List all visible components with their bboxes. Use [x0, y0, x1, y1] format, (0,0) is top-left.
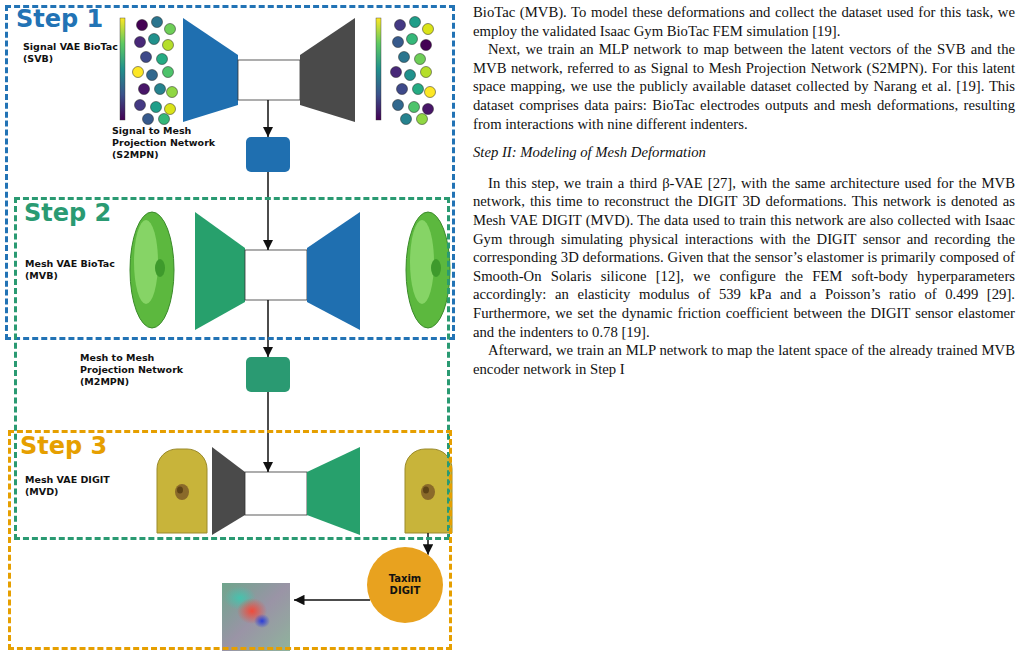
vae-row: Signal VAE BioTac (SVB)	[10, 35, 450, 130]
connector-arrow	[427, 533, 429, 555]
electrode	[421, 67, 432, 78]
electrode	[135, 100, 146, 111]
network-label: Mesh VAE DIGIT (MVD)	[25, 474, 125, 498]
decoder	[307, 212, 360, 330]
biotac-mesh	[130, 212, 174, 328]
step-title: Step 1	[16, 5, 103, 33]
electrode	[423, 24, 434, 35]
electrode	[165, 104, 176, 115]
step-region: Step 3 Mesh VAE DIGIT (MVD) Taxim DIGIT	[8, 430, 452, 650]
electrode	[157, 54, 168, 65]
body-paragraph: In this step, we train a third β-VAE [27…	[473, 174, 1015, 341]
electrode	[165, 24, 176, 35]
encoder	[195, 212, 245, 330]
electrode	[149, 34, 160, 45]
electrode	[393, 100, 404, 111]
electrode	[143, 114, 154, 125]
network-label: Signal to Mesh Projection Network (S2MPN…	[112, 125, 238, 161]
electrode	[407, 34, 418, 45]
network-label: Mesh to Mesh Projection Network (M2MPN)	[80, 352, 210, 388]
electrode	[159, 114, 170, 125]
electrode	[147, 70, 158, 81]
electrode-heatmap	[133, 17, 178, 125]
circle-label: Taxim DIGIT	[375, 573, 435, 597]
electrode	[167, 87, 178, 98]
output-arrow	[294, 599, 370, 601]
digit-mesh	[405, 449, 452, 533]
network-label: Mesh VAE BioTac (MVB)	[25, 258, 125, 282]
electrode	[399, 52, 410, 63]
electrode	[137, 20, 148, 31]
decoder	[300, 18, 355, 122]
electrode	[163, 67, 174, 78]
vae-row: Mesh VAE DIGIT (MVD)	[20, 460, 450, 538]
biotac-mesh	[406, 212, 450, 328]
latent-box	[245, 250, 307, 300]
taxim-circle: Taxim DIGIT	[367, 547, 443, 623]
electrode	[133, 67, 144, 78]
step-title: Step 2	[24, 199, 111, 227]
connector-arrow	[267, 300, 269, 357]
electrode-heatmap	[391, 17, 436, 125]
electrode	[152, 17, 163, 28]
colorbar	[376, 18, 381, 120]
vae-row: Mesh VAE BioTac (MVB)	[20, 230, 450, 330]
text-column: BioTac (MVB). To model these deformation…	[473, 3, 1015, 378]
projection-box: Signal to Mesh Projection Network (S2MPN…	[246, 137, 290, 172]
electrode	[163, 40, 174, 51]
step-region: Step 2 Mesh VAE BioTac (MVB) Mesh to Mesh …	[14, 197, 450, 540]
body-paragraph: Next, we train an MLP network to map bet…	[473, 40, 1015, 133]
electrode	[401, 114, 412, 125]
tactile-image	[222, 583, 290, 651]
step-region: Step 1 Signal VAE BioTac (SVB) Signal to M…	[5, 5, 455, 340]
electrode	[410, 17, 421, 28]
encoder	[212, 447, 245, 535]
network-label: Signal VAE BioTac (SVB)	[23, 41, 123, 65]
electrode	[423, 104, 434, 115]
electrode	[425, 87, 436, 98]
projection-box: Mesh to Mesh Projection Network (M2MPN)	[246, 357, 290, 392]
latent-box	[238, 60, 300, 100]
electrode	[141, 52, 152, 63]
electrode	[421, 40, 432, 51]
electrode	[417, 114, 428, 125]
electrode	[397, 84, 408, 95]
electrode	[151, 102, 162, 113]
electrode	[405, 70, 416, 81]
electrode	[415, 54, 426, 65]
electrode	[413, 84, 424, 95]
connector-arrow	[267, 100, 269, 137]
electrode	[395, 20, 406, 31]
electrode	[135, 37, 146, 48]
decoder	[307, 447, 360, 535]
body-paragraph: Afterward, we train an MLP network to ma…	[473, 341, 1015, 378]
electrode	[139, 84, 150, 95]
electrode	[409, 102, 420, 113]
encoder	[183, 18, 238, 122]
connector-arrow	[267, 172, 269, 250]
electrode	[393, 37, 404, 48]
body-paragraph: BioTac (MVB). To model these deformation…	[473, 3, 1015, 40]
electrode	[391, 67, 402, 78]
step-title: Step 3	[20, 432, 107, 460]
digit-mesh	[157, 449, 207, 533]
electrode	[155, 84, 166, 95]
colorbar	[120, 18, 125, 120]
section-heading: Step II: Modeling of Mesh Deformation	[473, 143, 1015, 162]
latent-box	[245, 472, 307, 515]
